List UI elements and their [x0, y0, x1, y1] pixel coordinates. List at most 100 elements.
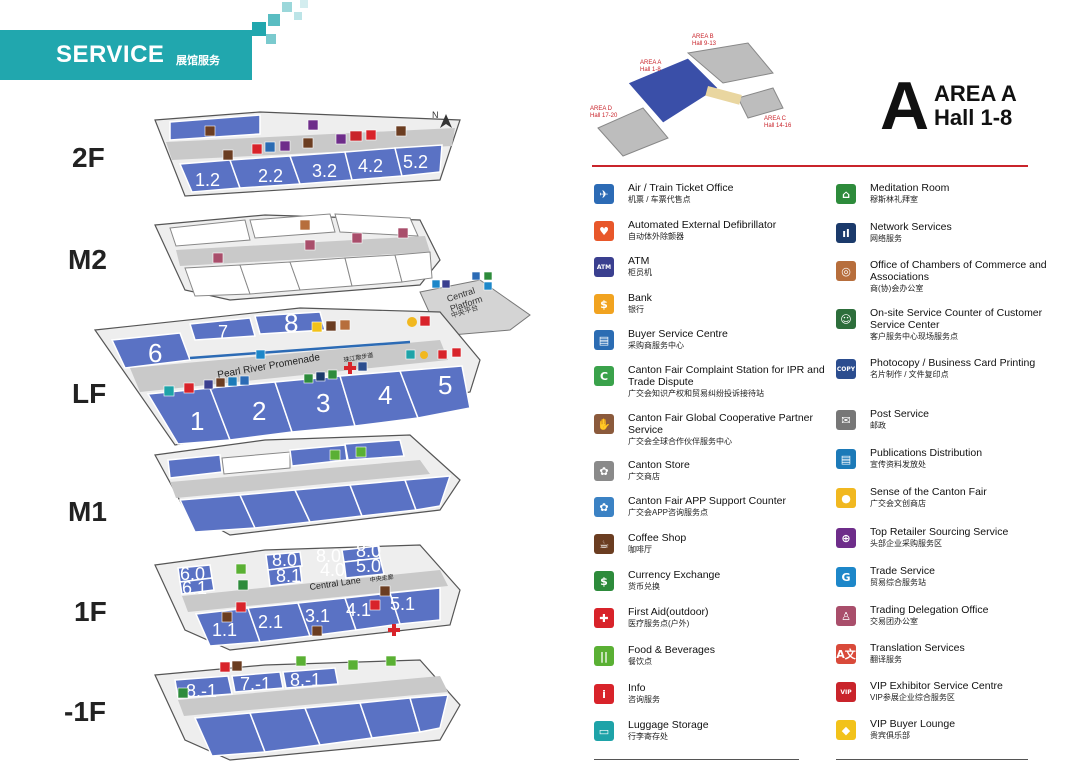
- divider: [594, 759, 799, 760]
- aed-icon: [235, 601, 247, 613]
- legend-label-cn: 网络服务: [870, 234, 902, 243]
- decorative-square: [268, 14, 280, 26]
- sense-icon: [420, 351, 428, 359]
- floor-label-b1: -1F: [64, 696, 106, 727]
- floor-label-m2: M2: [68, 244, 107, 275]
- legend-label-cn: 行李寄存处: [628, 732, 668, 741]
- currency-icon: $: [594, 571, 614, 591]
- header-subtitle: 展馆服务: [176, 55, 220, 67]
- legend-label-cn: 广交会全球合作伙伴服务中心: [628, 437, 732, 446]
- legend-label-cn: 广交会APP咨询服务点: [628, 508, 709, 517]
- app-icon: ✿: [594, 497, 614, 517]
- legend-label-cn: 头部企业采购服务区: [870, 539, 942, 548]
- chamber-icon: [339, 319, 351, 331]
- atm-icon: ATM: [594, 257, 614, 277]
- hall-label: 4.2: [358, 156, 383, 176]
- floor-label-m1: M1: [68, 496, 107, 527]
- food-icon: [329, 449, 341, 461]
- post-icon: ✉: [836, 410, 856, 430]
- vip-buyer-icon: [311, 321, 323, 333]
- vip-icon: [349, 130, 363, 142]
- aed-icon: [369, 599, 381, 611]
- hall-label: 8.0: [356, 541, 381, 561]
- first-aid-icon: [344, 362, 356, 374]
- legend-label-cn: 采购商服务中心: [628, 341, 684, 350]
- north-label: N: [432, 110, 439, 120]
- floor-maps: .slab { fill: #eeeeee; stroke: #555; str…: [93, 110, 531, 761]
- food-icon: [235, 563, 247, 575]
- vip-icon: VIP: [836, 682, 856, 702]
- legend-label-cn: 货币兑换: [628, 582, 660, 591]
- hall-label: 7.-1: [240, 674, 271, 694]
- delegation-icon: [304, 239, 316, 251]
- atm-icon: [203, 379, 214, 390]
- trade-icon: G: [836, 567, 856, 587]
- info-icon: [183, 382, 195, 394]
- coffee-icon: ☕: [594, 534, 614, 554]
- coffee-icon: [221, 611, 233, 623]
- hall-label: 5: [438, 370, 452, 400]
- central-lane-cn-label: 中央走廊: [369, 573, 394, 584]
- meditation-icon: ⌂: [836, 184, 856, 204]
- luggage-icon: ▭: [594, 721, 614, 741]
- floor-label-lf: LF: [72, 378, 107, 409]
- food-icon: ||: [594, 646, 614, 666]
- chamber-icon: [299, 219, 311, 231]
- legend-label-cn: 翻译服务: [870, 655, 902, 664]
- legend-label-cn: 商(协)会办公室: [870, 284, 924, 293]
- coffee-icon: [302, 137, 314, 149]
- legend-label-cn: 自动体外除颤器: [628, 232, 684, 241]
- buyer-icon: [264, 141, 276, 153]
- floor-2f-map: 1.2 2.2 3.2 4.2 5.2 N: [154, 110, 461, 197]
- publications-icon: ▤: [836, 449, 856, 469]
- hall-label: 8: [284, 308, 298, 338]
- info-icon: i: [594, 684, 614, 704]
- atm-icon: [441, 279, 451, 289]
- floor-label-1f: 1F: [74, 596, 107, 627]
- legend-label-cn: 银行: [628, 305, 644, 314]
- hall-label: 2.1: [258, 612, 283, 632]
- legend-label-cn: 广交会文创商店: [870, 499, 926, 508]
- legend-label-cn: 贵宾俱乐部: [870, 731, 910, 740]
- bank-icon: $: [594, 294, 614, 314]
- retailer-icon: [279, 140, 291, 152]
- legend-label-cn: VIP参展企业综合服务区: [870, 693, 955, 702]
- area-letter: A: [880, 68, 930, 144]
- hall-label: 4: [378, 380, 392, 410]
- hall-label: 1: [190, 406, 204, 436]
- legend-label-cn: 交易团办公室: [870, 617, 918, 626]
- food-icon: [295, 655, 307, 667]
- coffee-icon: [215, 377, 226, 388]
- network-icon: ıl: [836, 223, 856, 243]
- delegation-icon: [351, 232, 363, 244]
- legend-label-cn: 宣传资料发放处: [870, 460, 926, 469]
- decorative-square: [282, 2, 292, 12]
- coffee-icon: [325, 320, 337, 332]
- chamber-icon: ◎: [836, 261, 856, 281]
- hall-label: 8.0: [272, 550, 297, 570]
- plane-icon: [239, 375, 250, 386]
- aed-icon: [251, 143, 263, 155]
- coffee-icon: [379, 585, 391, 597]
- store-icon: ✿: [594, 461, 614, 481]
- area-title-line1: AREA A: [934, 81, 1017, 106]
- partner-icon: ✋: [594, 414, 614, 434]
- hall-label: 1.2: [195, 170, 220, 190]
- coffee-icon: [231, 660, 243, 672]
- delegation-icon: ♙: [836, 606, 856, 626]
- coffee-icon: [204, 125, 216, 137]
- plane-icon: ✈: [594, 184, 614, 204]
- legend-label: First Aid(outdoor)医疗服务点(户外): [628, 606, 828, 629]
